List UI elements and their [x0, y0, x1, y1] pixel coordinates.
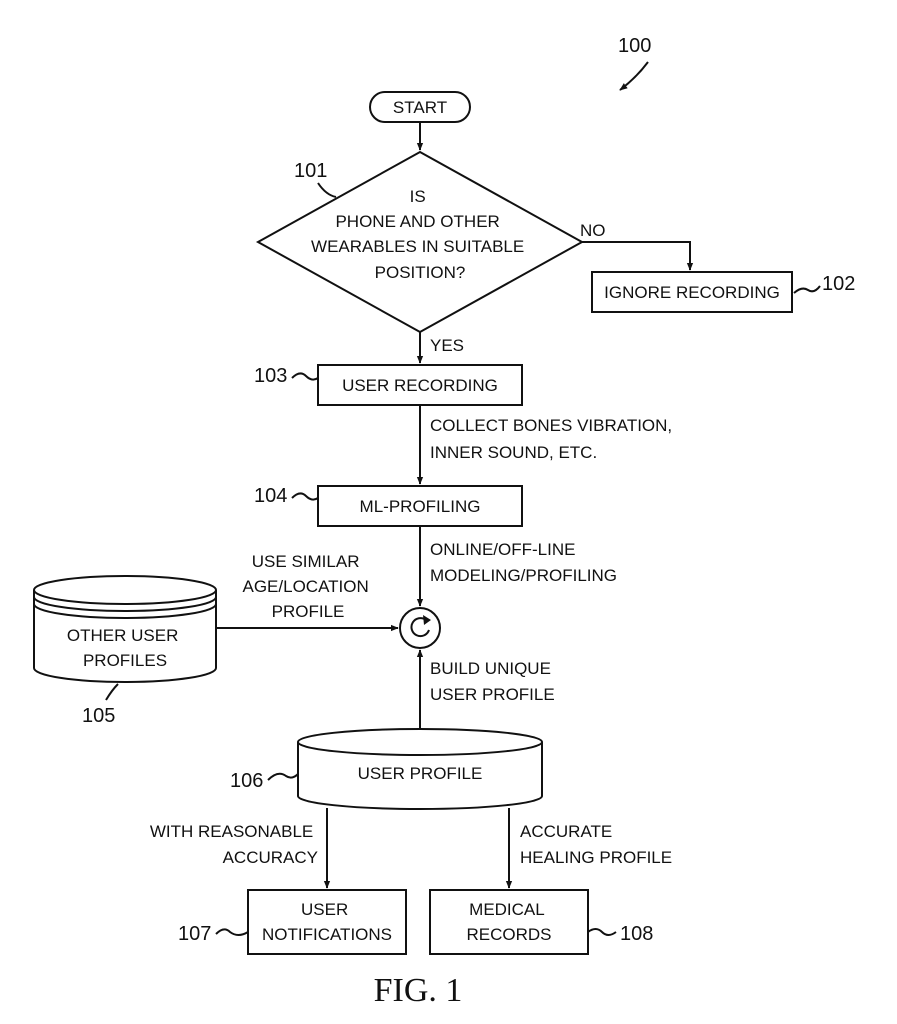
- other-profiles-line-1: OTHER USER: [67, 626, 178, 645]
- merge-node: [399, 607, 441, 649]
- similar-line-2: AGE/LOCATION: [243, 577, 369, 596]
- medical-label: MEDICAL RECORDS: [466, 900, 551, 944]
- ml-profiling-ref: 104: [254, 485, 287, 507]
- other-profiles-ref: 105: [82, 705, 115, 727]
- online-edge-label: ONLINE/OFF-LINE MODELING/PROFILING: [430, 540, 617, 585]
- similar-line-1: USE SIMILAR: [252, 552, 360, 571]
- build-line-2: USER PROFILE: [430, 685, 555, 704]
- medical-ref: 108: [620, 923, 653, 945]
- collect-line-1: COLLECT BONES VIBRATION,: [430, 416, 672, 435]
- ml-profiling-ref-leader: [291, 492, 319, 501]
- healing-line-1: ACCURATE: [520, 822, 612, 841]
- cycle-icon-arrowhead: [423, 615, 431, 625]
- decision-line-2: PHONE AND OTHER: [335, 212, 499, 231]
- figure-ref-arrow: [619, 61, 649, 91]
- similar-line-3: PROFILE: [272, 602, 345, 621]
- other-profiles-ref-leader: [105, 683, 119, 701]
- start-label: START: [393, 98, 447, 117]
- ignore-recording-label: IGNORE RECORDING: [604, 283, 780, 302]
- user-profile-ref-leader: [267, 772, 299, 781]
- user-profile-body: [297, 742, 543, 810]
- user-recording-ref-leader: [291, 372, 319, 381]
- other-profiles-top: [33, 575, 217, 605]
- yes-label: YES: [430, 336, 464, 355]
- collect-line-2: INNER SOUND, ETC.: [430, 443, 597, 462]
- edge-no-to-ignore: [582, 241, 694, 271]
- user-recording-label: USER RECORDING: [342, 376, 498, 395]
- ml-profiling-box: [317, 485, 523, 527]
- other-profiles-line-2: PROFILES: [83, 651, 167, 670]
- notifications-ref: 107: [178, 923, 211, 945]
- user-profile-label: USER PROFILE: [358, 764, 483, 783]
- reasonable-line-2: ACCURACY: [223, 848, 318, 867]
- healing-line-2: HEALING PROFILE: [520, 848, 672, 867]
- medical-box: [429, 889, 589, 955]
- decision-line-4: POSITION?: [375, 263, 466, 282]
- reasonable-line-1: WITH REASONABLE: [150, 822, 313, 841]
- healing-edge-label: ACCURATE HEALING PROFILE: [520, 822, 672, 867]
- figure-ref-number: 100: [618, 35, 651, 57]
- ignore-recording-ref-leader: [793, 285, 821, 294]
- user-profile-ref: 106: [230, 770, 263, 792]
- medical-line-1: MEDICAL: [469, 900, 544, 919]
- notifications-ref-leader: [215, 928, 249, 936]
- reasonable-edge-label: WITH REASONABLE ACCURACY: [150, 822, 318, 867]
- online-line-1: ONLINE/OFF-LINE: [430, 540, 575, 559]
- decision-text: IS PHONE AND OTHER WEARABLES IN SUITABLE…: [311, 187, 529, 282]
- notifications-line-2: NOTIFICATIONS: [262, 925, 392, 944]
- build-line-1: BUILD UNIQUE: [430, 659, 551, 678]
- notifications-label: USER NOTIFICATIONS: [262, 900, 392, 944]
- no-label: NO: [580, 221, 606, 240]
- ignore-recording-box: [591, 271, 793, 313]
- cycle-icon: [410, 617, 430, 638]
- other-profiles-database: [33, 575, 217, 683]
- ignore-recording-ref: 102: [822, 273, 855, 295]
- user-profile-database: [297, 728, 543, 810]
- decision-ref-leader: [317, 182, 337, 198]
- medical-line-2: RECORDS: [466, 925, 551, 944]
- figure-caption: FIG. 1: [374, 972, 463, 1009]
- other-profiles-body: [33, 590, 217, 683]
- similar-edge-label: USE SIMILAR AGE/LOCATION PROFILE: [243, 552, 374, 621]
- other-profiles-ring-2: [33, 603, 217, 619]
- build-edge-label: BUILD UNIQUE USER PROFILE: [430, 659, 556, 704]
- decision-line-1: IS: [410, 187, 426, 206]
- decision-line-3: WEARABLES IN SUITABLE: [311, 237, 524, 256]
- notifications-line-1: USER: [301, 900, 348, 919]
- collect-edge-label: COLLECT BONES VIBRATION, INNER SOUND, ET…: [430, 416, 677, 462]
- decision-ref-number: 101: [294, 160, 327, 182]
- other-profiles-ring-1: [33, 596, 217, 612]
- user-profile-top: [297, 728, 543, 756]
- other-profiles-label: OTHER USER PROFILES: [67, 626, 183, 670]
- ml-profiling-label: ML-PROFILING: [360, 497, 481, 516]
- online-line-2: MODELING/PROFILING: [430, 566, 617, 585]
- medical-ref-leader: [587, 928, 617, 936]
- user-recording-ref: 103: [254, 365, 287, 387]
- notifications-box: [247, 889, 407, 955]
